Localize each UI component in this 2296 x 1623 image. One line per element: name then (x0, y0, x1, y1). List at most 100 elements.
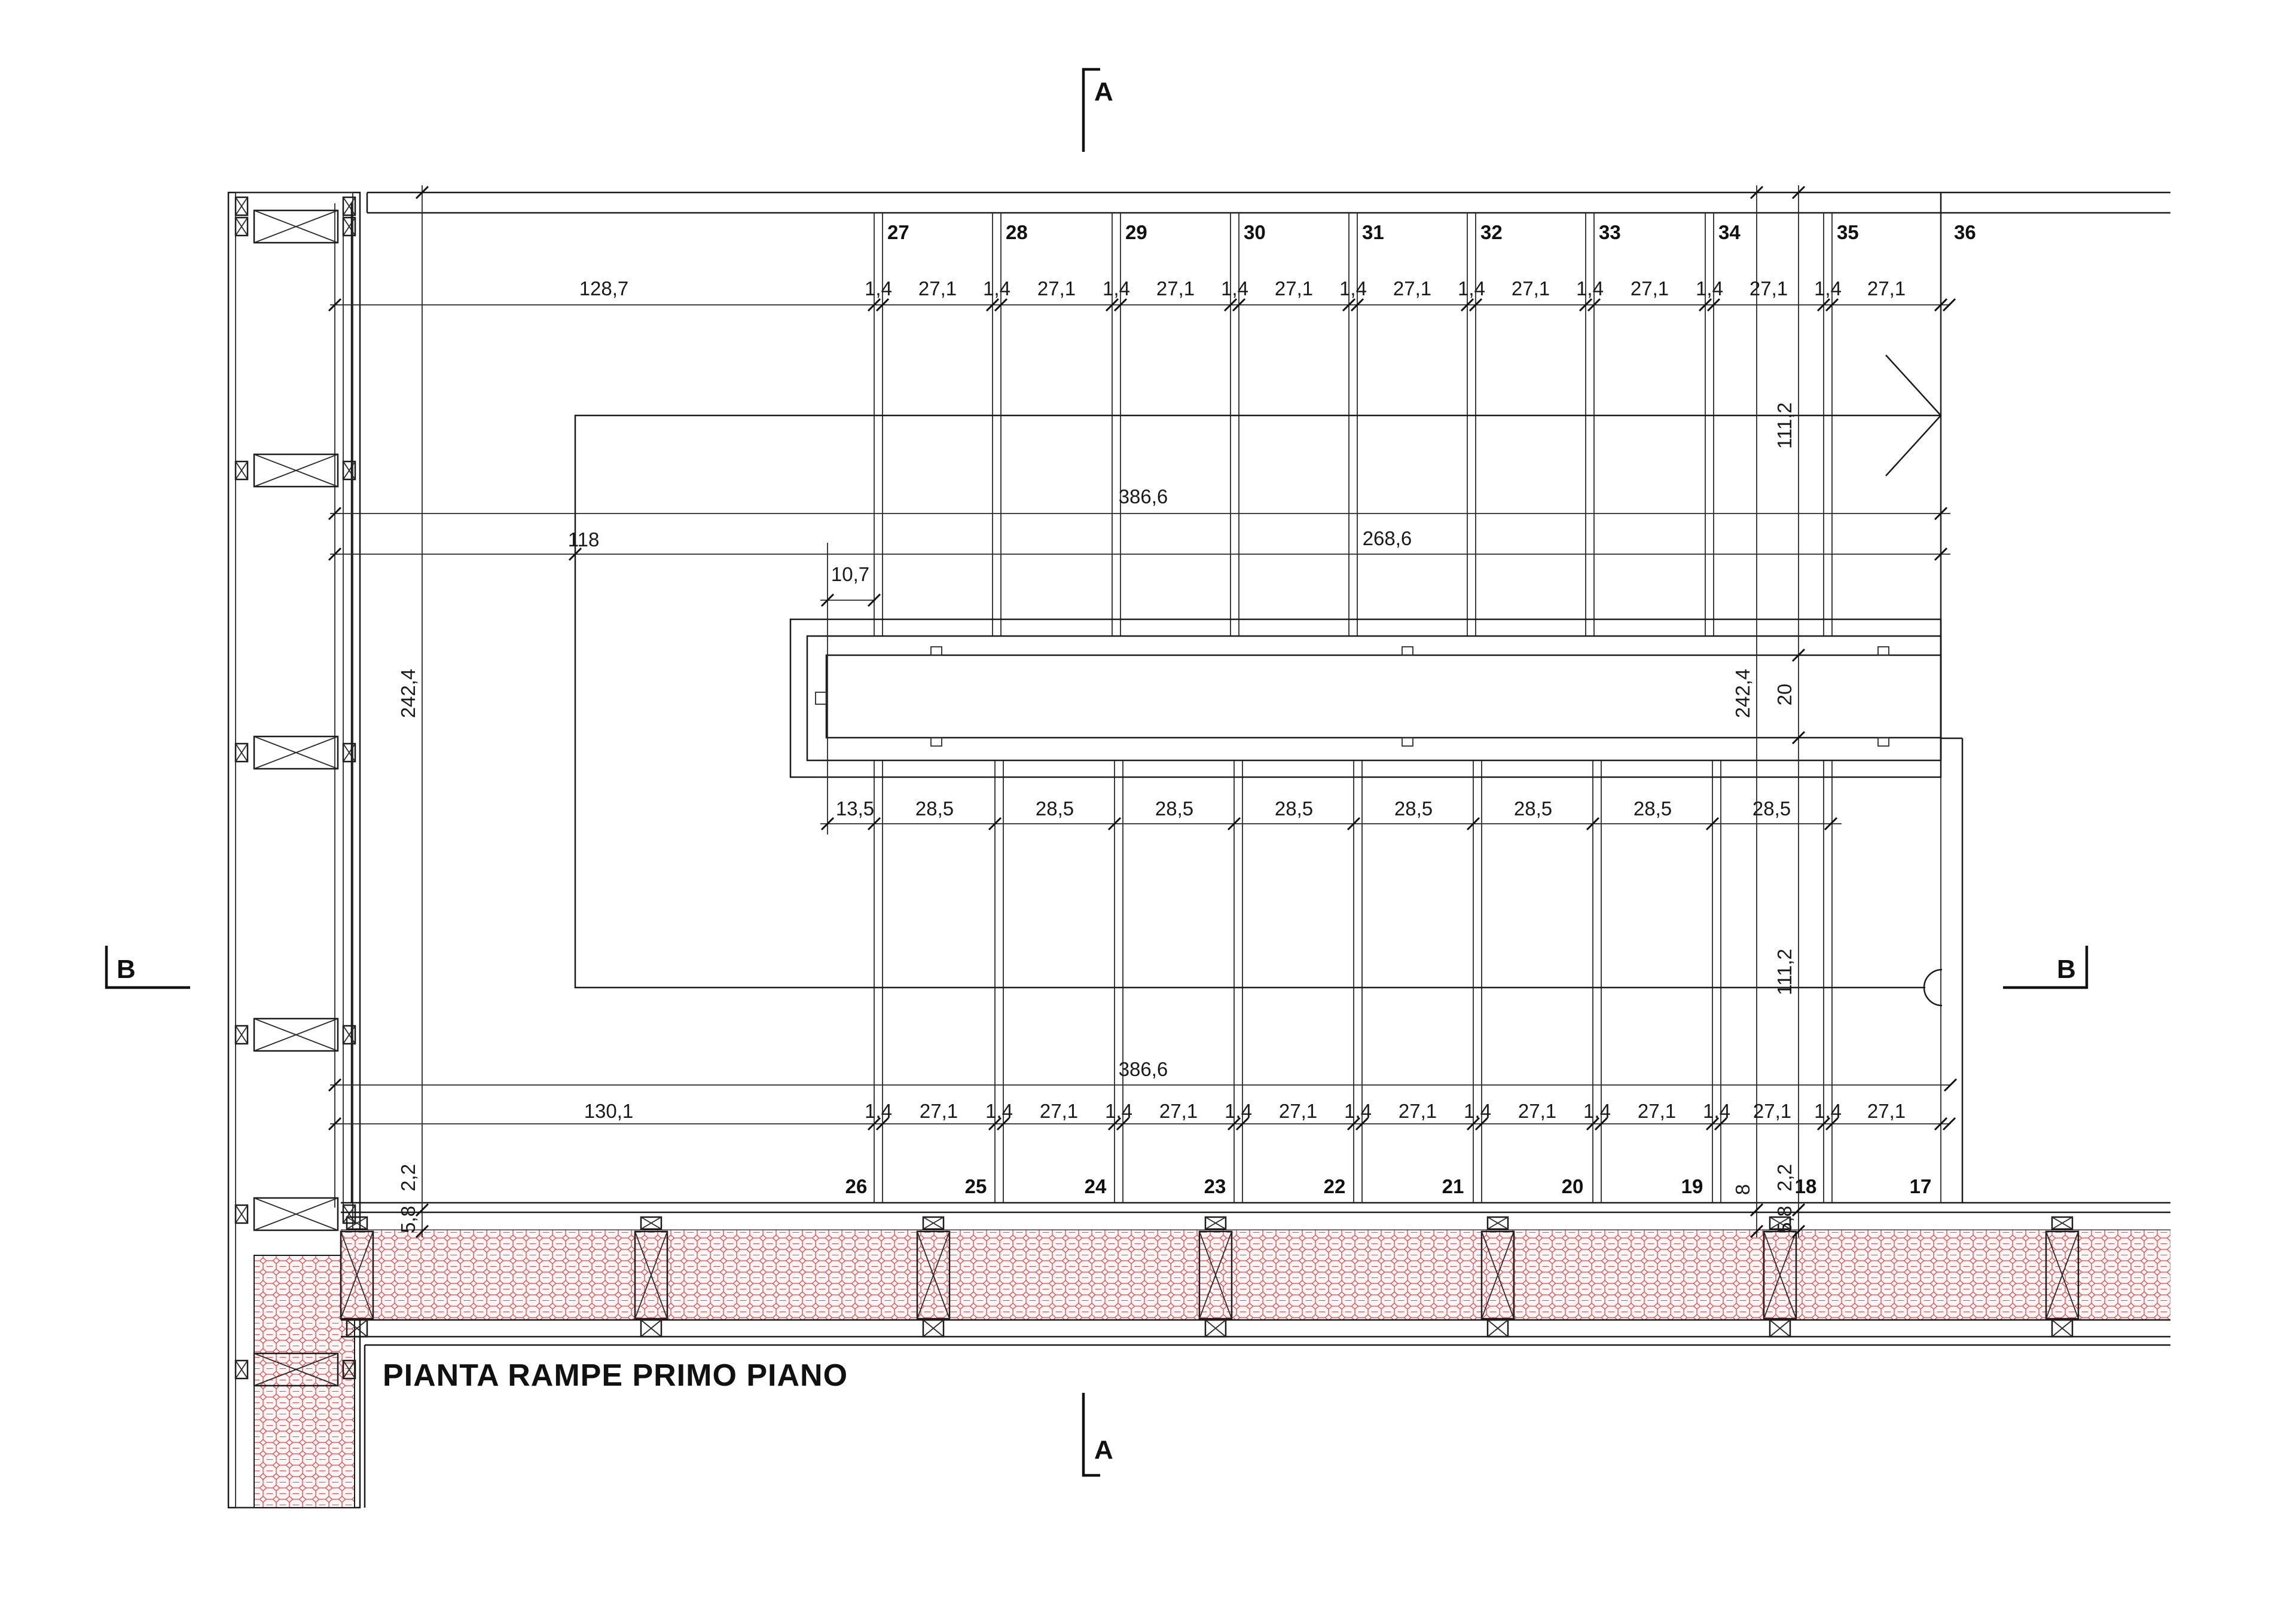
core-bolt (1402, 646, 1413, 656)
lower-step-number: 19 (1681, 1175, 1703, 1197)
bottom-post-clip (2051, 1216, 2074, 1230)
lower-tread-label: 27,1 (1518, 1100, 1556, 1122)
bottom-post (1198, 1230, 1233, 1320)
dimension-tick (328, 506, 342, 521)
lower-joint-label: 1,4 (1703, 1100, 1730, 1122)
lower-joint-label: 1,4 (1583, 1100, 1611, 1122)
left-post (253, 1017, 339, 1052)
dimension-tick (996, 1117, 1010, 1131)
dimension-tick (1105, 298, 1119, 312)
dimension-tick (415, 1203, 429, 1217)
bottom-post-clip (1486, 1216, 1509, 1230)
section-a-top-label: A (1094, 77, 1113, 106)
left-post-clip (342, 742, 356, 763)
lower-tread-label: 27,1 (920, 1100, 958, 1122)
dimension-tick (1235, 1117, 1250, 1131)
section-b-left-label: B (117, 955, 136, 984)
left-post-clip (342, 460, 356, 481)
bottom-post-clip (640, 1216, 662, 1230)
left-post-clip (342, 196, 356, 216)
lower-joint-label: 1,4 (1105, 1100, 1132, 1122)
dimension-tick (568, 547, 582, 561)
lower-step-number: 26 (845, 1175, 868, 1197)
lower-tread-label: 27,1 (1159, 1100, 1198, 1122)
dimension-tick (415, 185, 429, 200)
dimension-tick (1816, 298, 1831, 312)
lower-tread-label: 27,1 (1279, 1100, 1317, 1122)
section-mark-a-top: A (1082, 68, 1113, 152)
inset-label: 10,7 (831, 563, 869, 585)
height-left-label: 242,4 (397, 669, 419, 719)
left-post (253, 735, 339, 770)
dimension-tick (867, 298, 881, 312)
lower-step-number: 25 (965, 1175, 987, 1197)
left-post-clip (234, 1025, 249, 1045)
lower-offset-label: 130,1 (584, 1100, 634, 1122)
bottom-post-clip (346, 1319, 368, 1338)
upper-joint-label: 1,4 (865, 277, 892, 299)
lower-joint-label: 1,4 (1344, 1100, 1372, 1122)
bottom-wall-insulation (341, 1230, 2170, 1320)
central-tread-label: 28,5 (1752, 797, 1791, 820)
central-tread-label: 28,5 (1634, 797, 1672, 820)
dimension-tick (1223, 298, 1238, 312)
dimension-tick (328, 1117, 342, 1131)
lower-step-number: 22 (1324, 1175, 1346, 1197)
dimension-tick (1113, 298, 1128, 312)
bottom-post-clip (640, 1319, 662, 1338)
bottom-wall (341, 1202, 2170, 1508)
lower-step-number: 20 (1562, 1175, 1584, 1197)
dimension-tick (1474, 1117, 1489, 1131)
dimension-tick (1825, 1117, 1839, 1131)
central-tread-label: 28,5 (1275, 797, 1313, 820)
lower-step-number: 17 (1910, 1175, 1932, 1197)
dimension-tick (1460, 298, 1474, 312)
dimension-tick (1934, 1117, 1948, 1131)
dimension-tick (1232, 298, 1246, 312)
total-top-label: 386,6 (1119, 485, 1168, 508)
dimension-tick (1943, 1078, 1958, 1092)
bottom-post-clip (2051, 1319, 2074, 1338)
dimension-tick (994, 298, 1008, 312)
upper-tread-label: 27,1 (918, 277, 957, 299)
dimension-tick (1350, 298, 1364, 312)
dimension-tick (1750, 185, 1764, 200)
dimension-tick (1586, 817, 1600, 831)
left-post-clip (234, 1204, 249, 1224)
dimension-tick (1934, 298, 1948, 312)
dimension-tick (1934, 547, 1948, 561)
bottom-post-clip (1204, 1319, 1227, 1338)
upper-tread-label: 27,1 (1512, 277, 1550, 299)
upper-offset-label: 128,7 (579, 277, 629, 299)
walking-line-start-icon (1923, 968, 1943, 1007)
central-tread-label: 28,5 (1394, 797, 1433, 820)
top-edge (366, 191, 2170, 214)
dimension-tick (1578, 298, 1593, 312)
height-right-label: 242,4 (1732, 669, 1754, 719)
core-bolt (815, 692, 827, 705)
vertical-dimension-lines (422, 185, 1799, 1237)
left-post (253, 1352, 339, 1387)
bottom-post (634, 1230, 668, 1320)
lower-step-number: 23 (1204, 1175, 1226, 1197)
lower-step-number: 21 (1442, 1175, 1464, 1197)
core-width-label: 20 (1773, 684, 1796, 706)
plan-title: PIANTA RAMPE PRIMO PIANO (383, 1358, 848, 1393)
right-part-label: 268,6 (1363, 527, 1412, 549)
lower-flight-risers (874, 760, 1941, 1203)
left-post-clip (234, 460, 249, 481)
bottom-post-clip (922, 1216, 945, 1230)
dimension-tick (1791, 1203, 1806, 1217)
section-mark-b-left: B (105, 946, 190, 989)
lower-joint-label: 1,4 (865, 1100, 892, 1122)
core-bolt (1877, 737, 1889, 747)
upper-width-label: 111,2 (1773, 402, 1796, 449)
dimension-tick (1698, 298, 1712, 312)
left-post-clip (234, 196, 249, 216)
dimension-tick (1227, 817, 1241, 831)
bottom-post-clip (1769, 1319, 1791, 1338)
dimension-tick (1347, 1117, 1361, 1131)
lower-tread-label: 27,1 (1638, 1100, 1676, 1122)
left-wall-posts (234, 196, 356, 1387)
